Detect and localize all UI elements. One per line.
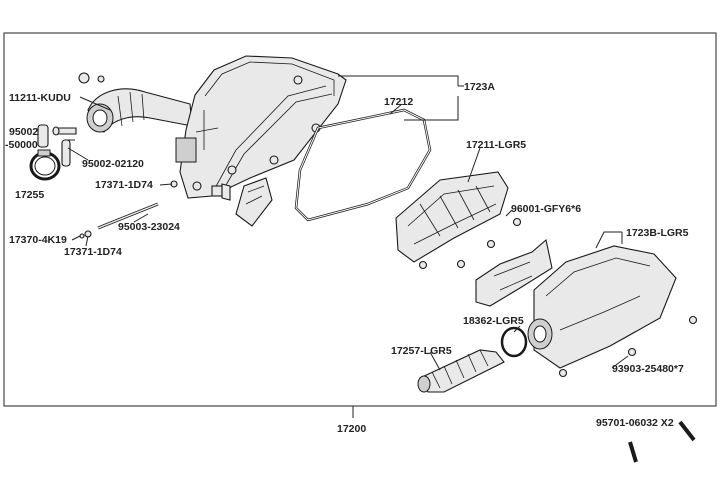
label-17212: 17212 [384,96,413,108]
label-17370-4k19: 17370-4K19 [9,234,67,246]
label-18362-lgr5: 18362-LGR5 [463,315,524,327]
label-1723b-lgr5: 1723B-LGR5 [626,227,689,239]
air-cleaner-case-part [175,55,347,199]
leader-lines [66,75,629,418]
label-95003-23024: 95003-23024 [118,221,180,233]
label-17255: 17255 [15,189,44,201]
gasket-ring-part [500,326,528,358]
label-17257-lgr5: 17257-LGR5 [391,345,452,357]
case-cover-part [527,245,677,369]
intake-hose-part [86,88,193,133]
duct-part [475,238,553,307]
label-95002-02120: 95002-02120 [82,158,144,170]
filter-element-part [294,108,432,222]
rod-part [79,180,178,239]
label-17371-1d74-top: 17371-1D74 [95,179,153,191]
label-95002-50000-line2: -50000 [5,139,38,151]
label-95701-06032: 95701-06032 X2 [596,417,674,429]
label-93903-25480: 93903-25480*7 [612,363,684,375]
label-1723a: 1723A [464,81,495,93]
hose-clamp-part [29,149,61,181]
label-96001-gfy6: 96001-GFY6*6 [511,203,581,215]
diagram-frame [3,32,717,407]
label-95002-50000-line1: 95002 [9,126,38,138]
grommet-part [78,72,105,84]
label-17200: 17200 [337,423,366,435]
screw-part [418,217,698,378]
label-11211-kudu: 11211-KUDU [9,92,71,104]
bolt-part [628,420,696,463]
clip-part [221,177,273,227]
small-pipe-part [37,124,77,167]
part-labels: 11211-KUDU 95002 -50000 95002-02120 1725… [5,81,689,435]
label-17371-1d74-bottom: 17371-1D74 [64,246,122,258]
label-17211-lgr5: 17211-LGR5 [466,139,526,151]
filter-frame-part [395,171,509,263]
flexible-hose-part [417,349,505,393]
